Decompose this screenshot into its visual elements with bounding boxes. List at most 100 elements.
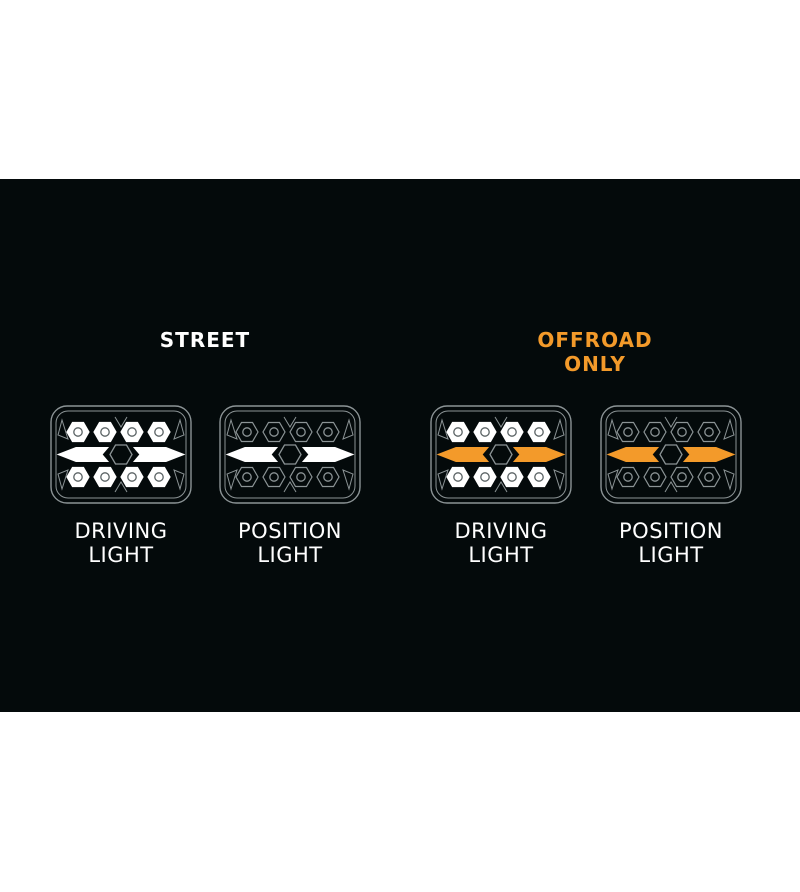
led-cell xyxy=(473,421,497,443)
led-cell xyxy=(235,421,259,443)
led-hex xyxy=(643,466,667,488)
offroad-heading-line: OFFROAD xyxy=(537,328,653,352)
led-cell xyxy=(527,421,551,443)
led-dot xyxy=(73,427,83,437)
decor-triangle xyxy=(173,469,185,491)
led-cell xyxy=(289,466,313,488)
led-dot xyxy=(453,427,463,437)
led-hex xyxy=(616,466,640,488)
offroad-position-light-caption: POSITION LIGHT xyxy=(586,519,756,567)
decor-triangle xyxy=(553,418,565,440)
decor-triangle xyxy=(553,469,565,491)
led-dot xyxy=(704,472,714,482)
led-dot xyxy=(623,472,633,482)
decor-triangle xyxy=(437,418,449,440)
led-dot xyxy=(650,427,660,437)
right-arrow-bar xyxy=(301,447,355,462)
decor-chevron xyxy=(494,416,508,428)
caption-line: DRIVING xyxy=(454,519,548,543)
caption-line: LIGHT xyxy=(468,543,534,567)
led-dot xyxy=(296,472,306,482)
led-cell xyxy=(670,421,694,443)
led-cell xyxy=(697,421,721,443)
led-cell xyxy=(262,466,286,488)
led-cell xyxy=(500,466,524,488)
led-hex xyxy=(316,466,340,488)
led-cell xyxy=(527,466,551,488)
caption-line: POSITION xyxy=(619,519,723,543)
led-cell xyxy=(235,466,259,488)
decor-triangle xyxy=(173,418,185,440)
offroad-driving-light-caption: DRIVING LIGHT xyxy=(416,519,586,567)
led-cell xyxy=(473,466,497,488)
led-cell xyxy=(316,466,340,488)
led-cell xyxy=(446,421,470,443)
led-hex xyxy=(670,466,694,488)
led-dot xyxy=(677,472,687,482)
led-hex xyxy=(262,466,286,488)
offroad-heading-line: ONLY xyxy=(564,352,626,376)
lamp-svg xyxy=(600,405,742,504)
led-dot xyxy=(100,427,110,437)
led-dot xyxy=(269,427,279,437)
led-cell xyxy=(120,466,144,488)
led-hex xyxy=(616,421,640,443)
caption-line: POSITION xyxy=(238,519,342,543)
led-dot xyxy=(704,427,714,437)
led-dot xyxy=(323,472,333,482)
led-dot xyxy=(242,472,252,482)
offroad-position-light-icon xyxy=(600,405,742,504)
decor-triangle xyxy=(607,418,619,440)
left-arrow-bar xyxy=(56,447,110,462)
decor-chevron xyxy=(283,481,297,493)
street-heading: STREET xyxy=(105,328,305,352)
right-arrow-bar xyxy=(682,447,736,462)
center-hex xyxy=(109,444,133,465)
decor-triangle xyxy=(226,469,238,491)
led-dot xyxy=(127,472,137,482)
caption-line: LIGHT xyxy=(638,543,704,567)
led-cell xyxy=(120,421,144,443)
led-cell xyxy=(643,421,667,443)
led-dot xyxy=(154,427,164,437)
led-dot xyxy=(100,472,110,482)
decor-chevron xyxy=(664,416,678,428)
street-driving-light-icon xyxy=(50,405,192,504)
left-arrow-bar xyxy=(225,447,279,462)
led-cell xyxy=(697,466,721,488)
decor-chevron xyxy=(114,416,128,428)
caption-line: DRIVING xyxy=(74,519,168,543)
led-dot xyxy=(507,472,517,482)
decor-triangle xyxy=(342,469,354,491)
led-cell xyxy=(147,421,171,443)
decor-triangle xyxy=(226,418,238,440)
led-hex xyxy=(643,421,667,443)
lamp-svg xyxy=(219,405,361,504)
offroad-heading: OFFROAD ONLY xyxy=(495,328,695,376)
led-dot xyxy=(507,427,517,437)
decor-triangle xyxy=(57,418,69,440)
led-dot xyxy=(534,472,544,482)
led-cell xyxy=(616,421,640,443)
decor-triangle xyxy=(607,469,619,491)
led-dot xyxy=(453,472,463,482)
right-arrow-bar xyxy=(512,447,566,462)
led-hex xyxy=(697,421,721,443)
caption-line: LIGHT xyxy=(88,543,154,567)
street-heading-line: STREET xyxy=(159,328,251,352)
led-cell xyxy=(147,466,171,488)
offroad-driving-light-icon xyxy=(430,405,572,504)
led-cell xyxy=(316,421,340,443)
decor-triangle xyxy=(57,469,69,491)
led-dot xyxy=(480,472,490,482)
led-cell xyxy=(66,466,90,488)
street-driving-light-caption: DRIVING LIGHT xyxy=(36,519,206,567)
led-dot xyxy=(242,427,252,437)
lamp-svg xyxy=(430,405,572,504)
left-arrow-bar xyxy=(606,447,660,462)
led-hex xyxy=(289,421,313,443)
led-dot xyxy=(296,427,306,437)
lamp-housing xyxy=(600,405,742,504)
lamp-svg xyxy=(50,405,192,504)
led-cell xyxy=(66,421,90,443)
